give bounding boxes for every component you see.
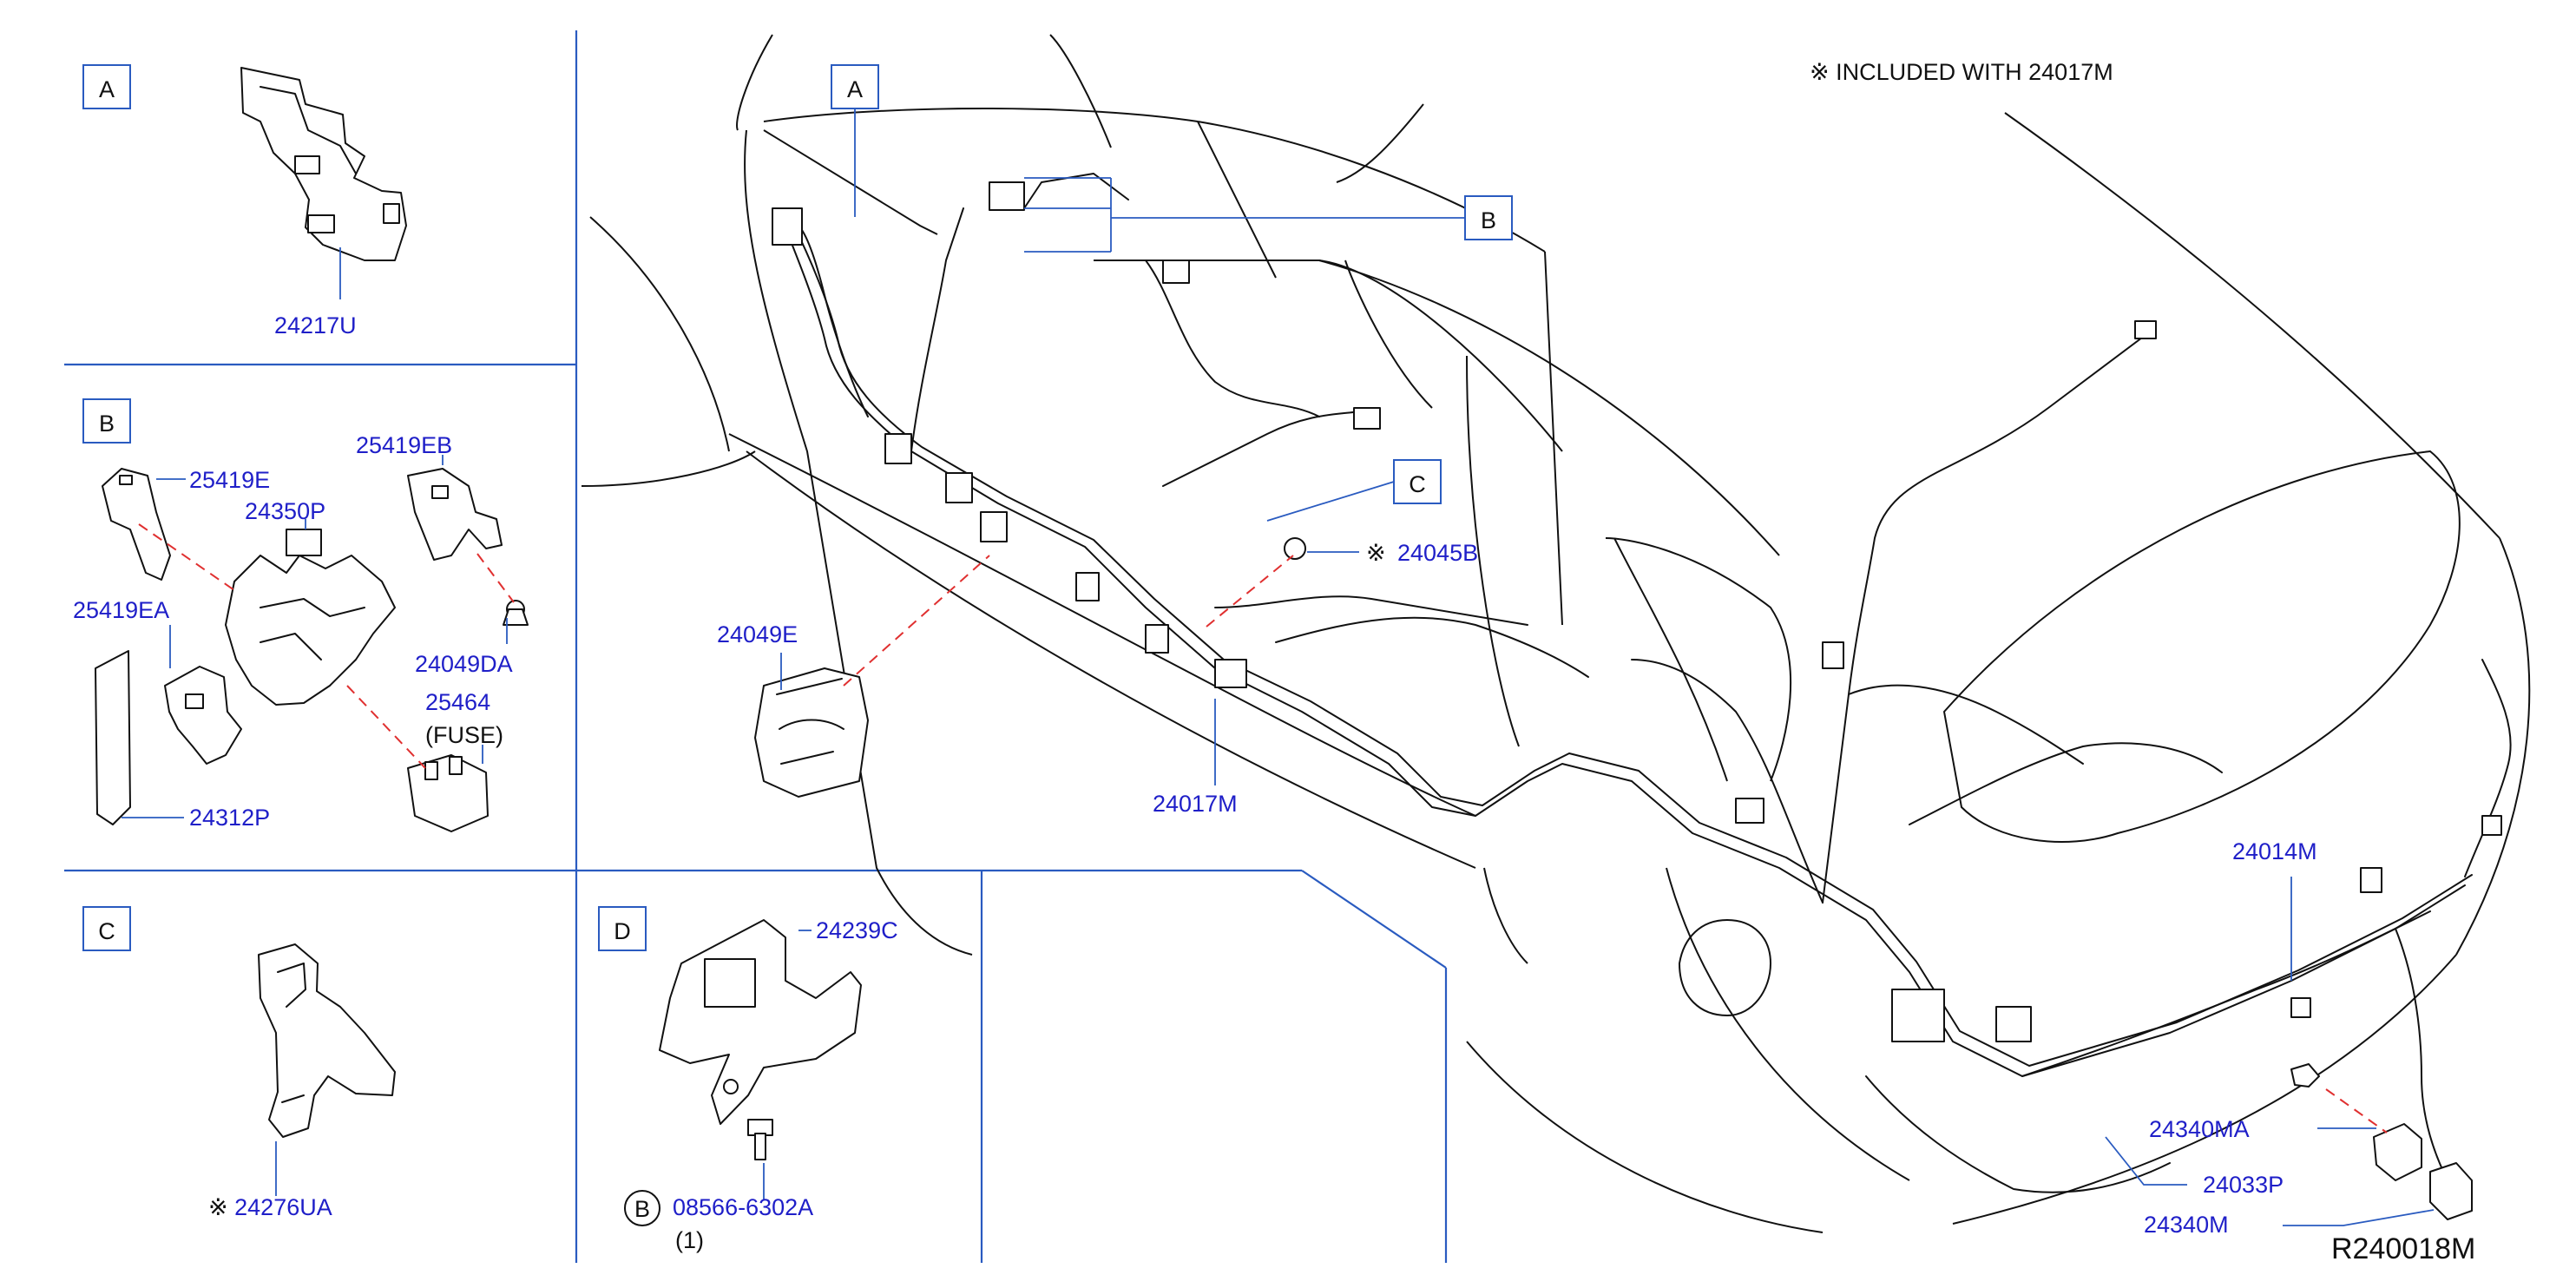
main-section-a-label: A xyxy=(847,76,863,102)
clip-24276ua xyxy=(258,943,396,1138)
bolt-standard-symbol xyxy=(624,1190,660,1226)
clip-24045b xyxy=(1284,537,1306,560)
relay-assembly-24350p xyxy=(225,529,396,706)
section-c-label: C xyxy=(98,918,115,944)
part-25464-label: 25464 xyxy=(425,689,490,715)
install-line-b2 xyxy=(346,685,426,769)
bracket-25419e xyxy=(102,468,171,581)
section-d-label: D xyxy=(614,918,631,944)
section-a-box xyxy=(82,64,131,109)
part-25419e-label: 25419E xyxy=(189,467,270,493)
main-section-c-label: C xyxy=(1409,471,1426,497)
fuse-25464 xyxy=(407,754,489,832)
part-24049da-label: 24049DA xyxy=(415,651,513,677)
part-24049e-label: 24049E xyxy=(717,621,798,647)
clip-24049da xyxy=(503,600,529,626)
section-a-label: A xyxy=(99,76,115,102)
install-line-24045b xyxy=(1206,555,1294,628)
vehicle-body-outline xyxy=(581,34,2531,1233)
install-line-b3 xyxy=(476,553,515,603)
part-24239c-label: 24239C xyxy=(816,917,898,943)
part-24217u-label: 24217U xyxy=(274,312,357,338)
part-24350p-label: 24350P xyxy=(245,498,325,524)
section-b-box xyxy=(82,398,131,444)
panel-a: A 24217U xyxy=(82,64,407,338)
wire-harness xyxy=(780,173,2512,1193)
bracket-24217u xyxy=(240,67,407,299)
main-section-c-box xyxy=(1393,459,1442,504)
panel-dividers xyxy=(64,30,1448,1263)
included-note-text: INCLUDED WITH 24017M xyxy=(1836,59,2113,85)
part-24045b-note-symbol: ※ xyxy=(1366,540,1386,566)
part-24276ua-number: 24276UA xyxy=(234,1194,332,1220)
included-note-symbol: ※ xyxy=(1810,59,1830,85)
install-line-24340ma xyxy=(2325,1088,2388,1134)
main-section-b-label: B xyxy=(1481,207,1496,233)
bracket-25419ea xyxy=(164,666,242,765)
diagram-reference-number: R240018M xyxy=(2331,1232,2475,1265)
part-24340m-label: 24340M xyxy=(2144,1212,2229,1238)
part-24312p-label: 24312P xyxy=(189,805,270,831)
bolt-08566-6302a xyxy=(747,1119,773,1160)
harness-connectors xyxy=(772,181,2502,1042)
included-note: ※ INCLUDED WITH 24017M xyxy=(1810,59,2113,85)
part-24340ma-label: 24340MA xyxy=(2149,1116,2250,1142)
part-24276ua-note-symbol: ※ xyxy=(208,1194,228,1220)
install-line-24049e xyxy=(843,555,990,687)
bracket-24239c xyxy=(659,919,862,1125)
bracket-25419eb xyxy=(407,468,503,561)
connector-24340 xyxy=(2290,1063,2473,1220)
part-25419eb-label: 25419EB xyxy=(356,432,452,458)
part-24017m-label: 24017M xyxy=(1153,791,1238,817)
section-c-box xyxy=(82,906,131,951)
section-d-box xyxy=(598,906,647,951)
section-b-label: B xyxy=(99,411,115,437)
install-line-b1 xyxy=(138,523,235,591)
cover-24312p xyxy=(95,650,131,825)
bolt-standard-letter: B xyxy=(634,1196,650,1222)
panel-c: C ※ 24276UA xyxy=(82,906,396,1220)
panel-b: B 25419E 24350P 25419EB 24049D xyxy=(73,398,529,832)
part-24033p-label: 24033P xyxy=(2203,1172,2284,1198)
part-08566-6302a-qty: (1) xyxy=(675,1227,704,1253)
part-25419ea-label: 25419EA xyxy=(73,597,169,623)
insulator-24049e xyxy=(754,667,869,798)
part-08566-6302a-label: 08566-6302A xyxy=(673,1194,813,1220)
part-24045b-label: 24045B xyxy=(1397,540,1478,566)
panel-d: D 24239C B 08566-6302A (1) xyxy=(598,906,898,1253)
part-24014m-label: 24014M xyxy=(2232,838,2317,864)
part-24276ua-label: ※ 24276UA xyxy=(208,1194,332,1220)
fuse-caption: (FUSE) xyxy=(425,722,503,748)
